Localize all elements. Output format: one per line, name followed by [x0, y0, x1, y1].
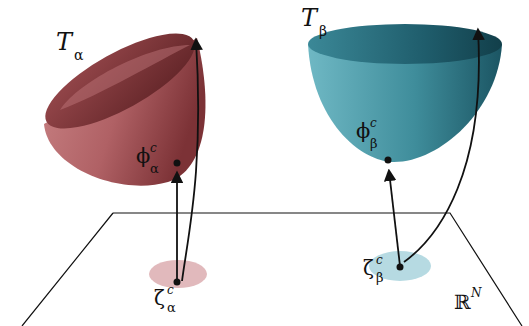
- subscript: α: [167, 301, 176, 314]
- bowl-rim: [33, 16, 207, 146]
- point: [397, 264, 404, 271]
- arrow: [176, 173, 178, 282]
- point-symbol: ϕ: [356, 121, 370, 142]
- superscript: c: [150, 142, 157, 154]
- arrow: [404, 30, 479, 262]
- subscript: β: [319, 24, 327, 38]
- plane: [22, 213, 522, 326]
- arrow: [182, 40, 198, 281]
- space-symbol: ℝ: [454, 292, 471, 312]
- arrow: [389, 171, 400, 266]
- point: [174, 279, 181, 286]
- subscript: α: [74, 48, 83, 62]
- region-blob: [149, 260, 207, 288]
- superscript: N: [471, 287, 482, 299]
- set-symbol: T: [56, 30, 72, 54]
- point-symbol: ζ: [363, 258, 374, 278]
- superscript: c: [370, 117, 377, 129]
- subscript: α: [150, 162, 159, 175]
- superscript: c: [376, 254, 383, 266]
- set-symbol: T: [301, 6, 317, 30]
- superscript: c: [167, 284, 174, 296]
- subscript: β: [370, 137, 378, 150]
- point-symbol: ϕ: [136, 146, 150, 167]
- point: [385, 157, 392, 164]
- point-symbol: ζ: [154, 288, 165, 308]
- subscript: β: [376, 271, 384, 284]
- bowl-rim: [308, 24, 502, 64]
- point: [174, 160, 181, 167]
